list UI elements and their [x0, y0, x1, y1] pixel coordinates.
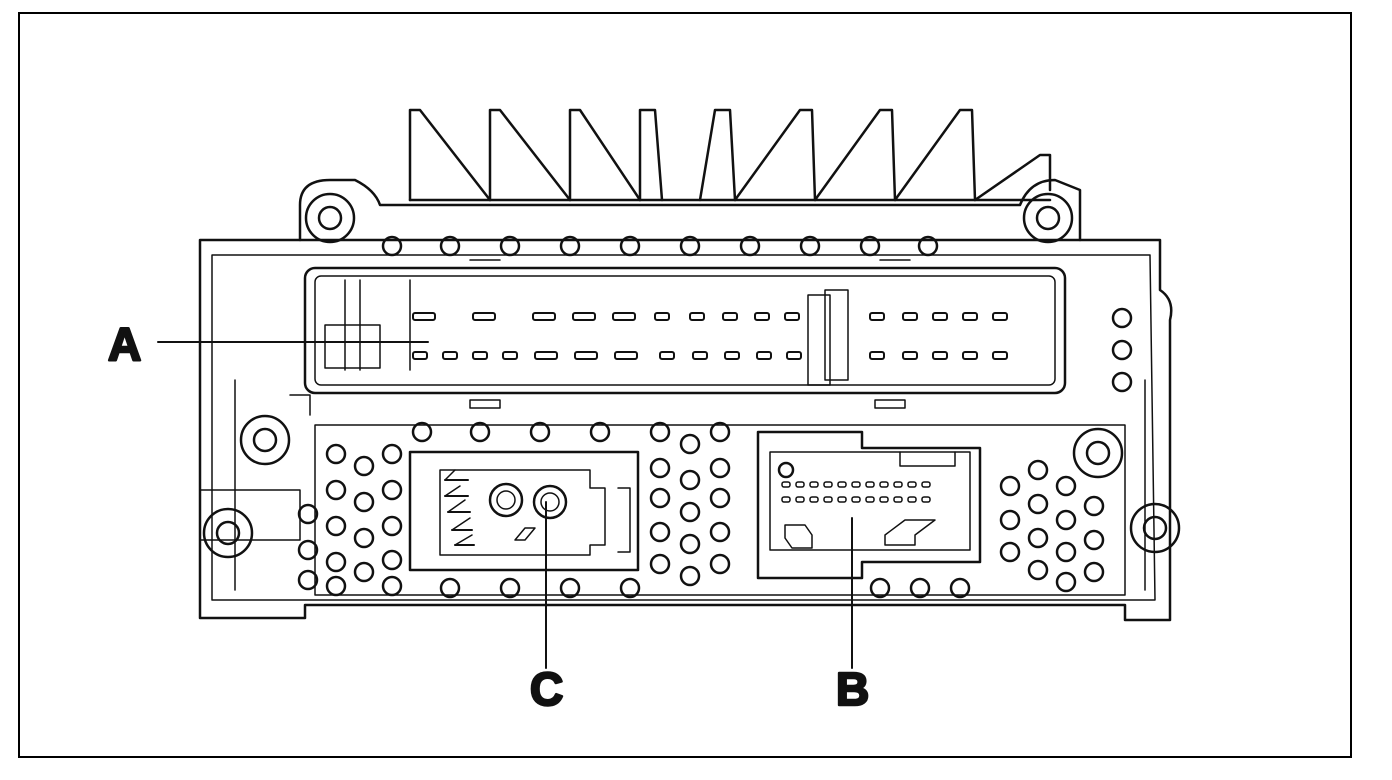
screw-mid-right — [1072, 427, 1124, 479]
label-b: B — [836, 663, 869, 715]
label-c: C — [530, 663, 563, 715]
lower-plate — [314, 424, 1126, 596]
connector-c — [408, 450, 640, 572]
label-a: A — [108, 318, 141, 370]
heat-sink-fins — [408, 108, 1052, 202]
screw-low-left — [202, 507, 254, 559]
vent-holes-left — [297, 421, 641, 599]
screw-top-right — [1022, 192, 1074, 244]
figure-frame — [18, 12, 1352, 758]
screw-mid-left — [239, 414, 291, 466]
connector-b — [756, 430, 982, 580]
screw-low-right — [1129, 502, 1181, 554]
vent-holes-center — [649, 421, 731, 587]
vent-holes-right — [869, 459, 1105, 599]
top-hole-row — [381, 235, 939, 257]
leader-lines — [157, 341, 853, 669]
housing-outline — [198, 178, 1173, 622]
right-side-holes — [1111, 307, 1133, 393]
screw-top-left — [304, 192, 356, 244]
connector-a — [303, 266, 1067, 395]
